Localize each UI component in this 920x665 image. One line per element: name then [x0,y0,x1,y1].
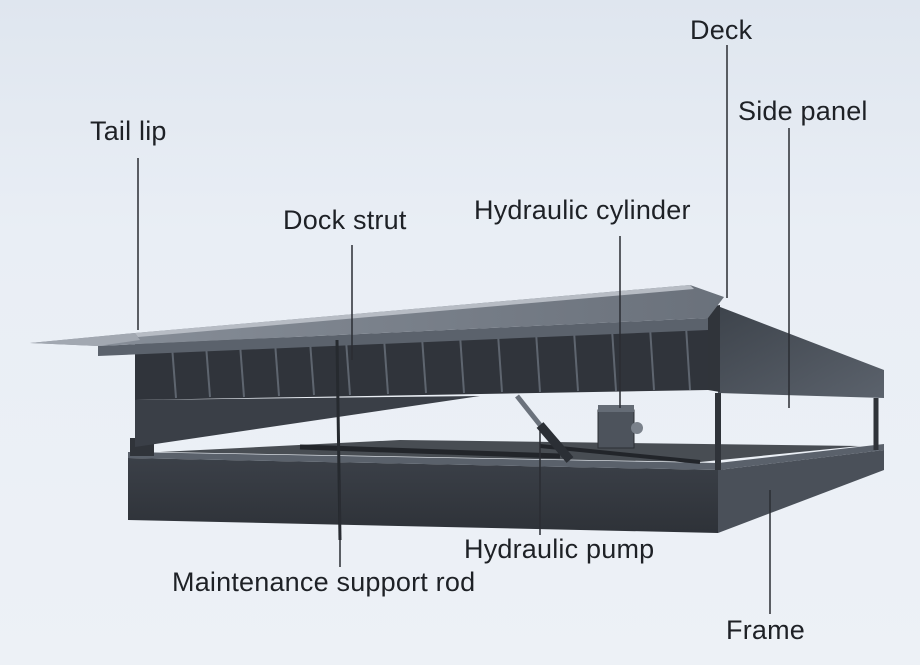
deck-rib-skirt [98,318,708,400]
label-side-panel: Side panel [738,96,868,126]
pump-motor-cap [631,422,643,434]
label-maintenance-support-rod: Maintenance support rod [172,567,476,597]
leader-lines [137,45,790,614]
tail-lip-plate [30,333,140,346]
pump-body [597,409,635,449]
pump-top [598,405,634,412]
frame-structure [128,438,884,533]
frame-cross-member [299,444,561,459]
deck-hinge-strip [98,318,708,356]
side-panel-face [715,305,884,398]
frame-right-face [718,450,884,533]
frame-front-face [128,458,718,533]
frame-longitudinal-member [539,444,701,464]
deck-rib-set [171,325,691,399]
label-hydraulic-cylinder: Hydraulic cylinder [474,195,691,225]
deck-edge-highlight [135,285,694,337]
frame-inner-floor [160,440,860,462]
cylinder-barrel [536,422,574,463]
label-deck: Deck [690,15,753,45]
side-panel-end-cap [708,305,720,392]
deck-lower-plate [135,396,480,447]
label-hydraulic-pump: Hydraulic pump [464,534,655,564]
label-tail-lip: Tail lip [90,116,167,146]
label-dock-strut: Dock strut [283,205,407,235]
hydraulic-cylinder-assembly [515,394,574,463]
label-frame: Frame [726,615,806,645]
hydraulic-pump-unit [597,405,643,449]
